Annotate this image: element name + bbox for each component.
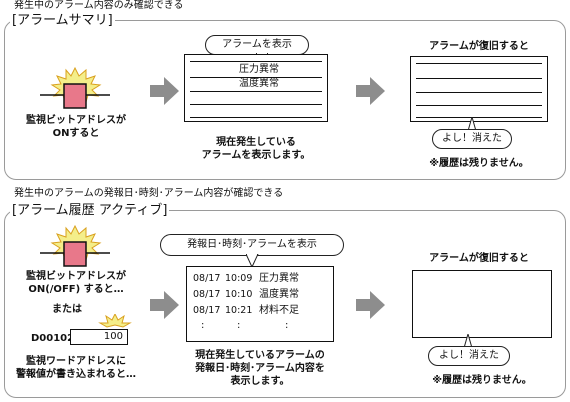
bottom-caption-3: 表示します。	[230, 376, 290, 387]
bubble-tail	[467, 117, 477, 131]
arrow-right-icon	[356, 291, 385, 319]
bottom-bit-label-1: 監視ビットアドレスが	[26, 271, 126, 282]
top-bit-label-2: ONすると	[52, 128, 100, 139]
top-cleared-bubble-text: よし！消えた	[442, 133, 502, 144]
bottom-note: ※履歴は残りません。	[432, 375, 532, 386]
top-section-title: [アラームサマリ]	[10, 13, 115, 28]
bottom-bit-label-2: ON(/OFF) すると…	[28, 284, 124, 295]
bottom-section-title: [アラーム履歴 アクティブ]	[10, 203, 170, 218]
bottom-heading: 発生中のアラームの発報日･時刻･アラーム内容が確認できる	[14, 188, 284, 199]
history-row-3-date: 08/17	[193, 305, 221, 316]
top-row-1: 圧力異常	[239, 64, 279, 75]
arrow-right-icon	[356, 77, 385, 105]
value-burst-icon	[98, 314, 132, 328]
history-row-3-time: 10:21	[225, 305, 253, 316]
bottom-cleared-display	[412, 270, 552, 338]
top-cleared-display	[410, 56, 548, 122]
history-ellipsis: :	[237, 320, 241, 331]
top-show-bubble: アラームを表示	[205, 35, 309, 55]
bottom-show-bubble: 発報日･時刻･アラームを表示	[160, 234, 344, 256]
top-recover-label: アラームが復旧すると	[429, 41, 529, 52]
top-row-2: 温度異常	[239, 78, 279, 89]
top-summary-display: 圧力異常 温度異常	[184, 54, 328, 122]
top-bit-label-1: 監視ビットアドレスが	[26, 115, 126, 126]
arrow-right-icon	[150, 291, 179, 319]
bottom-word-label-2: 警報値が書き込まれると…	[16, 369, 136, 380]
alarm-lamp-icon	[40, 224, 110, 267]
bubble-tail	[246, 254, 259, 268]
top-note: ※履歴は残りません。	[429, 158, 529, 169]
bottom-caption-2: 発報日･時刻･アラーム内容を	[195, 363, 325, 374]
top-heading: 発生中のアラーム内容のみ確認できる	[14, 0, 184, 11]
alarm-lamp-icon	[40, 66, 110, 109]
word-value: 100	[103, 331, 123, 342]
history-row-2-content: 温度異常	[259, 289, 299, 300]
word-value-box: 100	[70, 329, 128, 345]
history-row-1-content: 圧力異常	[259, 273, 299, 284]
bottom-show-bubble-text: 発報日･時刻･アラームを表示	[187, 239, 317, 250]
top-caption-1: 現在発生している	[216, 137, 296, 148]
history-ellipsis: :	[201, 320, 205, 331]
top-cleared-bubble: よし！消えた	[432, 129, 512, 149]
history-row-2-date: 08/17	[193, 289, 221, 300]
bubble-tail	[463, 334, 473, 348]
history-display: 08/17 10:09 圧力異常 08/17 10:10 温度異常 08/17 …	[186, 266, 334, 342]
history-row-3-content: 材料不足	[259, 305, 299, 316]
bottom-cleared-bubble-text: よし！消えた	[439, 350, 499, 361]
word-address: D00102:	[31, 333, 79, 344]
bottom-recover-label: アラームが復旧すると	[429, 253, 529, 264]
bottom-word-label-1: 監視ワードアドレスに	[26, 356, 126, 367]
top-caption-2: アラームを表示します。	[201, 150, 311, 161]
bottom-or-label: または	[52, 304, 82, 315]
history-ellipsis: :	[285, 320, 289, 331]
history-row-1-time: 10:09	[225, 273, 253, 284]
top-show-bubble-text: アラームを表示	[222, 39, 292, 50]
history-row-2-time: 10:10	[225, 289, 253, 300]
history-row-1-date: 08/17	[193, 273, 221, 284]
arrow-right-icon	[150, 77, 179, 105]
bottom-caption-1: 現在発生しているアラームの	[195, 350, 325, 361]
bottom-cleared-bubble: よし！消えた	[428, 346, 510, 366]
